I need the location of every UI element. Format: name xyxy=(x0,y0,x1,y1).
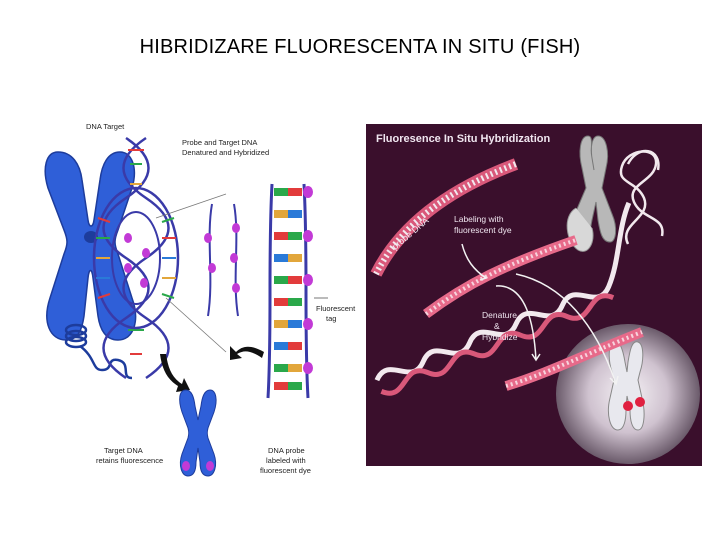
fish-diagram-left: DNA Target Probe and Target DNA Denature… xyxy=(36,108,366,492)
label-probe-target-1: Probe and Target DNA xyxy=(182,138,257,147)
label-target-retains-1: Target DNA xyxy=(104,446,143,455)
fish-diagram-right: Fluoresence In Situ Hybridization probe … xyxy=(366,124,702,466)
slide-title: HIBRIDIZARE FLUORESCENTA IN SITU (FISH) xyxy=(0,36,720,59)
label-probe-labeled-2: labeled with xyxy=(266,456,306,465)
label-probe-target-2: Denatured and Hybridized xyxy=(182,148,269,157)
arrows xyxy=(160,346,264,392)
zoomed-strands xyxy=(204,204,240,316)
label-denature-3: Hybridize xyxy=(482,332,517,343)
chromosome-small xyxy=(180,390,216,476)
cell-nucleus xyxy=(556,324,700,464)
label-dna-target: DNA Target xyxy=(86,122,124,131)
fish-diagram-left-art xyxy=(36,108,366,492)
chromosome-gray xyxy=(567,136,616,251)
labeled-strand xyxy=(426,240,576,314)
label-labeling-2: fluorescent dye xyxy=(454,225,512,236)
label-probe-labeled-3: fluorescent dye xyxy=(260,466,311,475)
label-fluorescent-2: tag xyxy=(326,314,336,323)
label-labeling-1: Labeling with xyxy=(454,214,504,225)
right-figure-title: Fluoresence In Situ Hybridization xyxy=(376,134,550,145)
denatured-bubble xyxy=(94,188,178,328)
probe-ladder xyxy=(268,184,328,398)
label-denature-1: Denature xyxy=(482,310,517,321)
fish-diagram-right-art xyxy=(366,124,702,466)
label-denature-2: & xyxy=(494,321,500,332)
label-target-retains-2: retains fluorescence xyxy=(96,456,163,465)
white-coil xyxy=(621,151,663,244)
label-probe-labeled-1: DNA probe xyxy=(268,446,305,455)
chromosome-large xyxy=(45,152,135,340)
label-fluorescent-1: Fluorescent xyxy=(316,304,355,313)
